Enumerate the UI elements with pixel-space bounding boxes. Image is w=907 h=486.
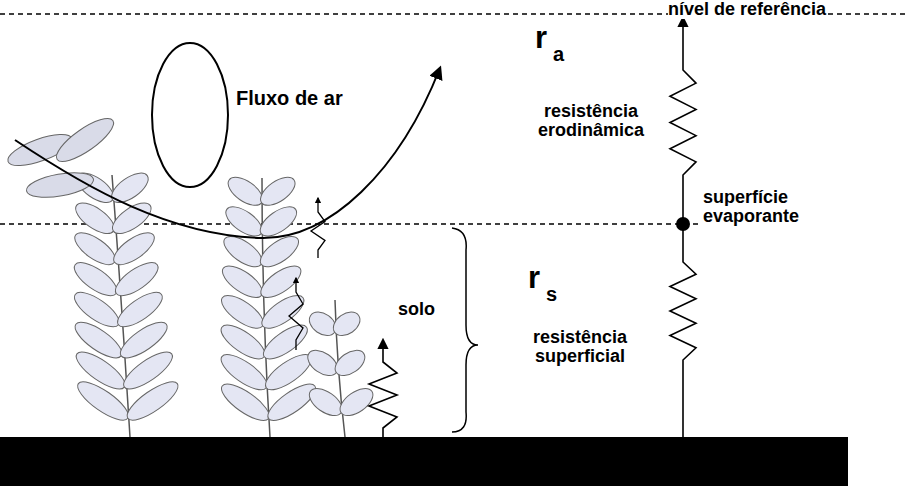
leaflet <box>335 383 377 421</box>
air-eddy <box>152 43 228 187</box>
leaf-resistor <box>311 198 325 258</box>
surface-label-text: superfície evaporante <box>703 187 799 226</box>
plant-canopy <box>4 111 377 437</box>
resistance-label-text: resistência erodinâmica <box>538 101 644 140</box>
reference-level-label-text: nível de referência <box>668 0 826 19</box>
resistance-chain <box>289 18 696 437</box>
resistance-symbol-text: r <box>528 260 540 295</box>
leaflet <box>25 168 96 201</box>
leaflet <box>71 197 119 239</box>
leaflet <box>255 201 301 242</box>
bracket <box>452 228 478 432</box>
airflow-label-text: Fluxo de ar <box>236 87 343 109</box>
soil-label: solo <box>398 300 458 319</box>
leaflet <box>70 227 120 271</box>
resistance-label: resistência superficial <box>505 328 655 366</box>
leaflet <box>51 111 119 168</box>
ground <box>0 437 848 486</box>
subscript: a <box>553 44 569 65</box>
leaflet <box>256 172 300 211</box>
leaflet <box>223 172 267 211</box>
reference-level-label: nível de referência <box>668 0 904 19</box>
surface-resistor <box>670 224 696 437</box>
airflow-label: Fluxo de ar <box>236 88 366 109</box>
airflow-arrow <box>15 68 440 238</box>
subscript-text: s <box>546 283 557 305</box>
resistance-label-text: resistência superficial <box>533 327 627 366</box>
subscript-text: a <box>553 43 564 65</box>
leaflet <box>329 307 364 340</box>
leaflet <box>108 197 156 239</box>
leaflet <box>305 383 347 421</box>
resistance-label: resistência erodinâmica <box>522 102 660 140</box>
leaf-resistor <box>289 278 303 350</box>
leaflet <box>107 167 153 208</box>
subscript: s <box>546 284 562 305</box>
soil-resistor <box>369 340 397 437</box>
soil-label-text: solo <box>398 299 435 319</box>
leaflet <box>218 260 268 303</box>
leaflet <box>331 345 370 381</box>
surface-node-dot <box>676 217 690 231</box>
surface-label: superfície evaporante <box>703 188 843 226</box>
resistance-symbol-text: r <box>535 20 547 55</box>
aerodynamic-resistor <box>670 18 696 224</box>
